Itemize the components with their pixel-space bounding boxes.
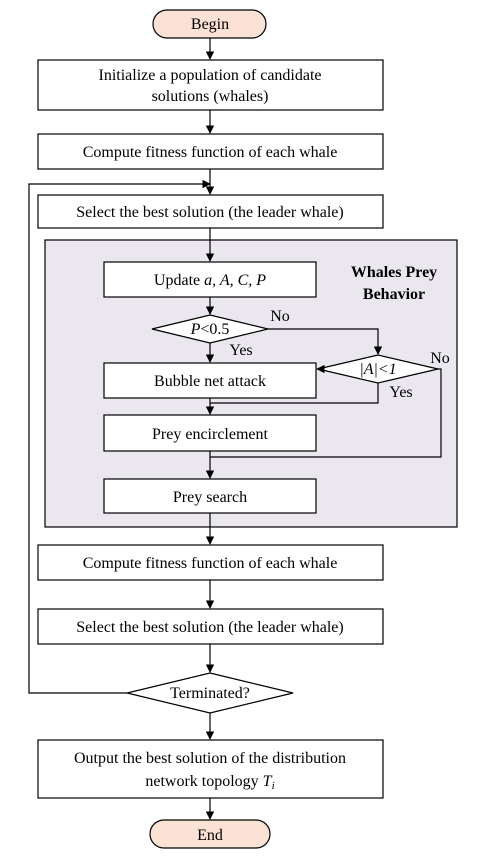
select-best-label-2: Select the best solution (the leader wha… — [76, 619, 343, 636]
output-best-solution-box — [37, 739, 384, 799]
arrow-decision-p-no — [268, 328, 383, 355]
bubble-net-attack-box — [103, 362, 317, 399]
compute-fitness-box-2 — [37, 544, 384, 581]
select-best-box-2 — [37, 608, 384, 645]
compute-fitness-label-1: Compute fitness function of each whale — [83, 144, 338, 161]
line-decision-a-yes — [210, 383, 379, 404]
arrow-terminated-loop-back — [28, 179, 211, 694]
output-label-line1: Output the best solution of the distribu… — [74, 750, 346, 767]
select-best-label-1: Select the best solution (the leader wha… — [76, 204, 343, 221]
bubble-net-attack-label: Bubble net attack — [154, 373, 266, 390]
edge-label-no-1: No — [270, 308, 290, 325]
end-label: End — [197, 827, 223, 844]
begin-label: Begin — [191, 16, 229, 33]
edge-label-no-2: No — [430, 350, 450, 367]
prey-encirclement-box — [103, 414, 317, 452]
decision-a-label: |A|<1 — [359, 361, 396, 378]
prey-search-box — [103, 478, 317, 514]
region-title-line2: Behavior — [363, 286, 425, 303]
edge-label-yes-1: Yes — [229, 342, 252, 359]
compute-fitness-box-1 — [37, 133, 384, 170]
initialize-population-box — [37, 59, 384, 111]
decision-p-label: P<0.5 — [190, 321, 230, 338]
line-decision-a-no — [210, 368, 442, 458]
update-parameters-label: Update a, A, C, P — [154, 272, 266, 289]
compute-fitness-label-2: Compute fitness function of each whale — [83, 555, 338, 572]
edge-label-yes-2: Yes — [389, 384, 412, 401]
prey-search-label: Prey search — [173, 489, 247, 506]
initialize-label-line1: Initialize a population of candidate — [98, 67, 321, 84]
region-title-line1: Whales Prey — [351, 264, 437, 281]
terminated-label: Terminated? — [170, 685, 250, 702]
output-label-line2: network topology Ti — [145, 773, 274, 792]
end-terminal — [149, 819, 271, 849]
prey-encirclement-label: Prey encirclement — [152, 426, 269, 443]
initialize-label-line2: solutions (whales) — [152, 88, 269, 105]
